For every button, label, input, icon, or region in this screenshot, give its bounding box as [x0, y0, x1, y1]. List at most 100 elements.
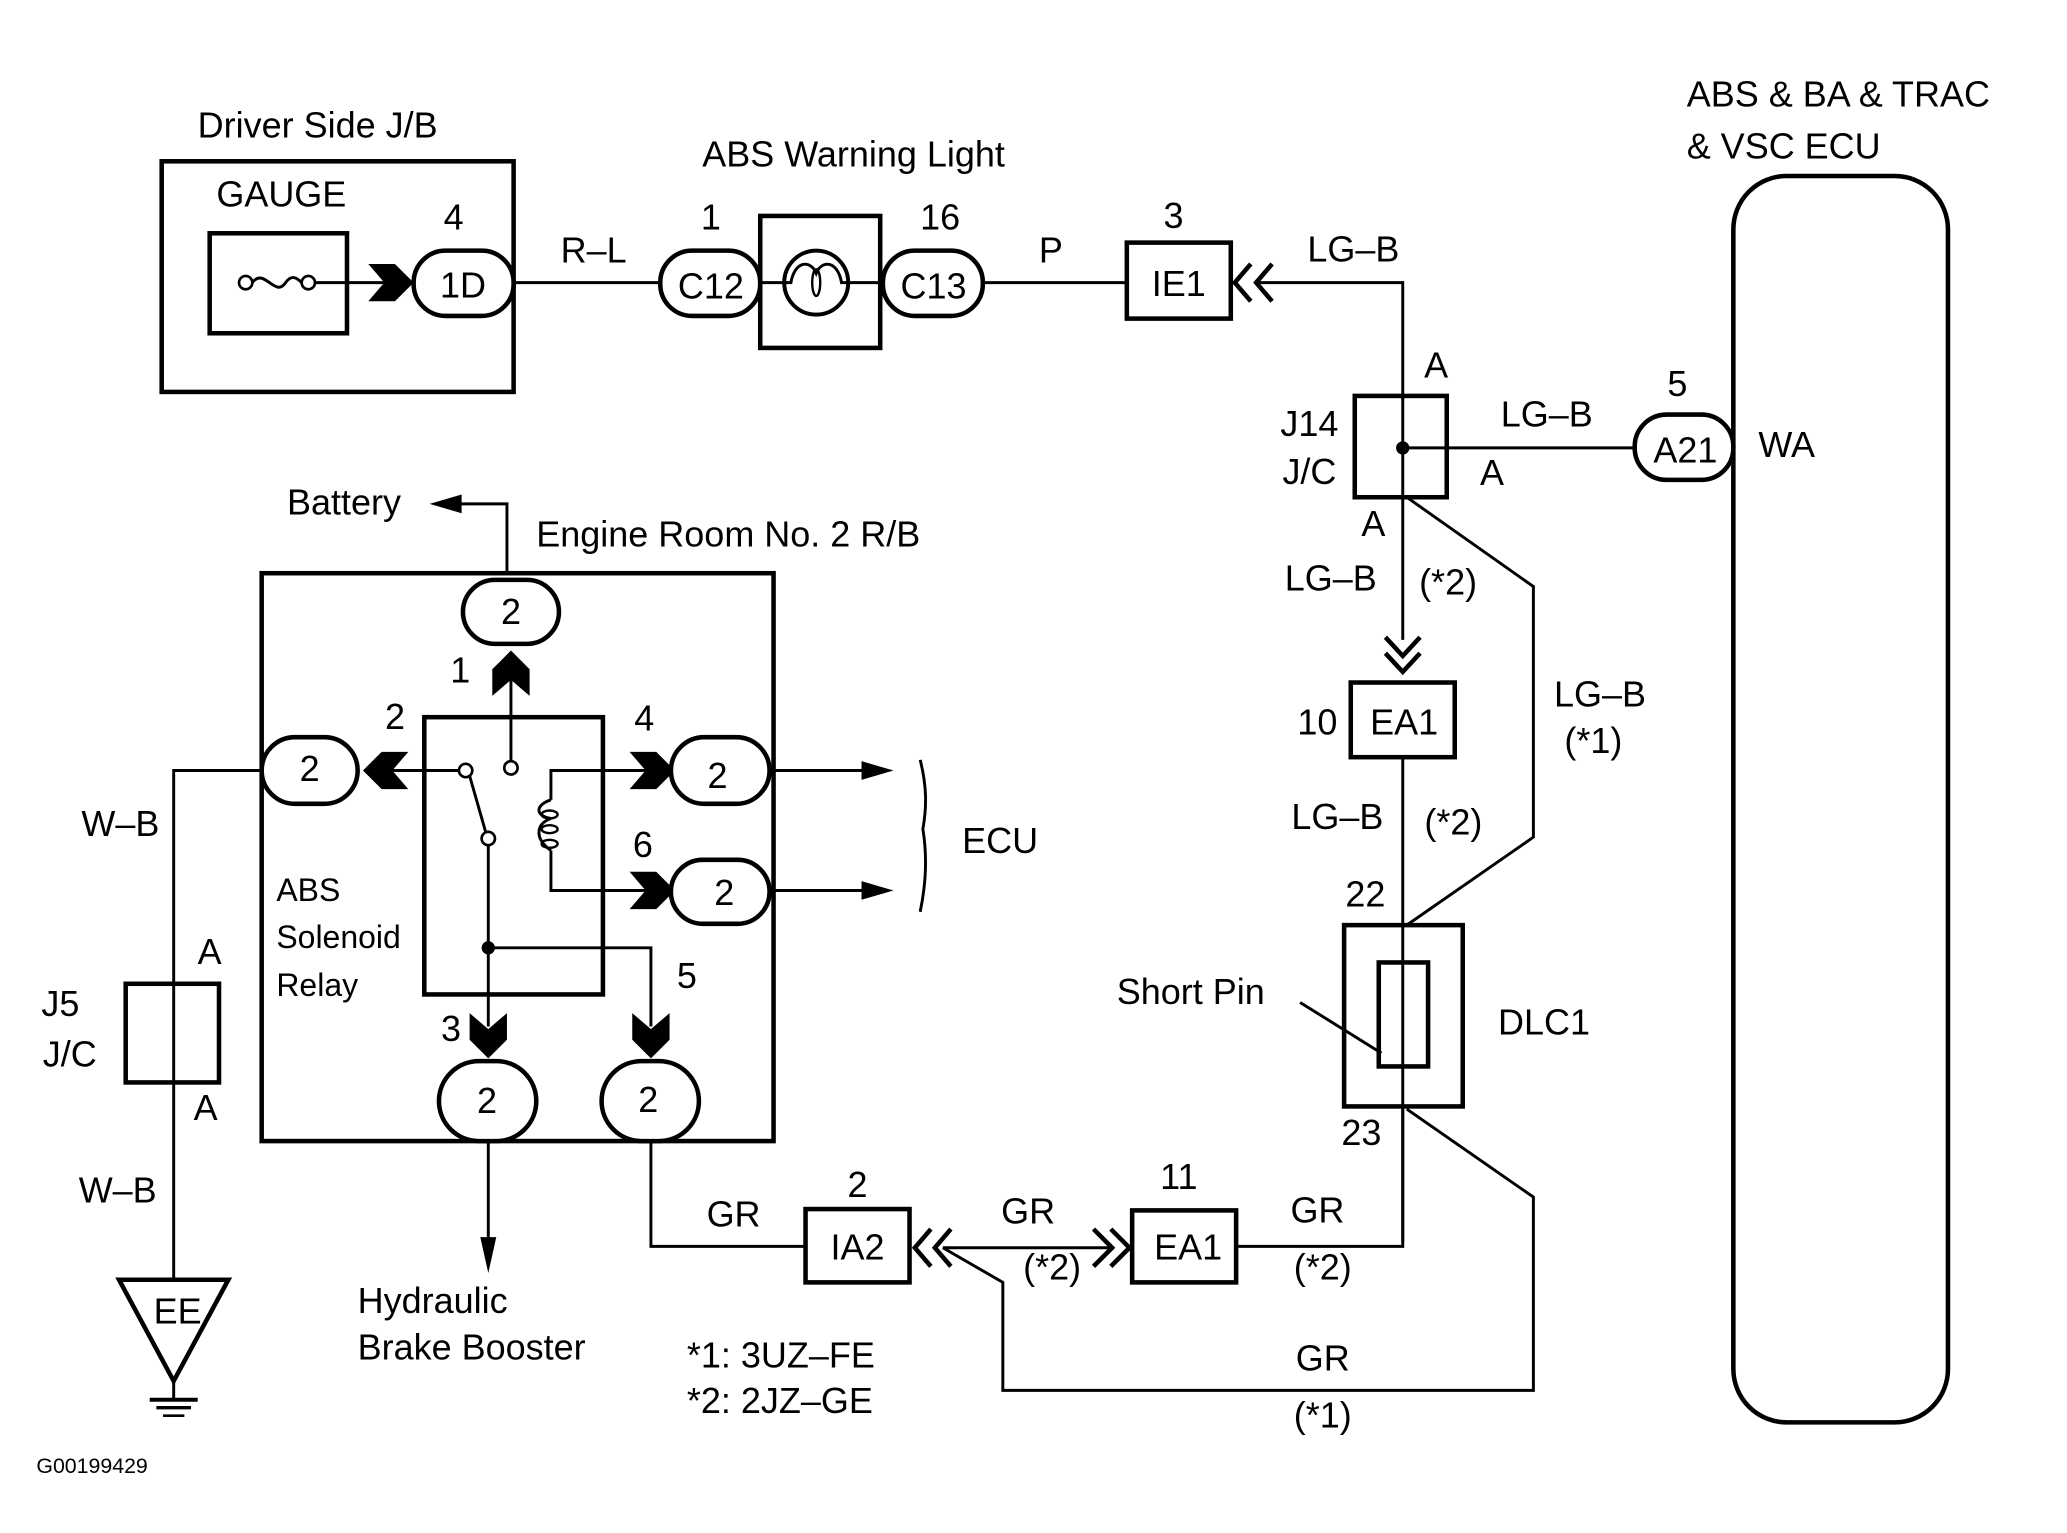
male-terminal-icon: [632, 1013, 670, 1059]
wire-lgb-label-top: LG–B: [1307, 228, 1399, 269]
female-terminal-icon: [1091, 1227, 1133, 1268]
wire-p-label: P: [1039, 230, 1063, 271]
gauge-label: GAUGE: [216, 174, 346, 215]
junction-j14: A J14 J/C A A: [1280, 344, 1637, 640]
ecu-title-1: ABS & BA & TRAC: [1687, 74, 1990, 115]
hydraulic-label-2: Brake Booster: [358, 1327, 586, 1368]
ecu-title-2: & VSC ECU: [1687, 126, 1881, 167]
dlc1-pin-23: 23: [1341, 1112, 1381, 1153]
relay-box: [422, 714, 606, 997]
connector-ea1-bottom-group: 11 EA1: [1091, 1156, 1239, 1285]
dlc1-pin-22: 22: [1345, 873, 1385, 914]
male-terminal-icon: [368, 263, 414, 302]
connector-c13-label: C13: [901, 266, 967, 307]
relay-switch-arm: [468, 775, 488, 833]
j5-label-1: J5: [41, 983, 79, 1024]
connector-1d-label: 1D: [440, 264, 486, 305]
note-1: *1: 3UZ–FE: [687, 1335, 875, 1376]
relay-connector-bottom-5: [599, 1058, 702, 1144]
j14-pin-bottom: A: [1361, 503, 1385, 544]
coil-icon: [537, 798, 559, 852]
brace-icon: [918, 759, 928, 913]
relay-label-3: Relay: [276, 967, 358, 1003]
wire-gr-star2-dlc: (*2): [1294, 1247, 1352, 1288]
female-terminal-icon: [1383, 635, 1422, 676]
driver-side-jb: Driver Side J/B GAUGE 4 1D: [159, 104, 516, 395]
wire-gr-label-dlc: GR: [1290, 1189, 1344, 1230]
driver-jb-title: Driver Side J/B: [198, 104, 438, 145]
relay-connector-right-4-label: 2: [708, 755, 728, 796]
wire-wb-label-top: W–B: [81, 803, 159, 844]
connector-ea1-top-label: EA1: [1370, 702, 1438, 743]
ecu-terminal-wa: WA: [1758, 424, 1815, 465]
ia2-pin-2: 2: [848, 1164, 868, 1205]
relay-pin-6: 6: [633, 824, 653, 865]
wire-gr-label-relay: GR: [707, 1193, 761, 1234]
engine-room-rb: Battery Engine Room No. 2 R/B 2 1 2 2: [259, 482, 1038, 1144]
junction-j5: A J5 J/C A: [41, 931, 221, 1128]
connector-ia2-group: 2 IA2: [803, 1164, 953, 1285]
connector-ia2-label: IA2: [831, 1227, 885, 1268]
relay-connector-bottom-3-label: 2: [477, 1080, 497, 1121]
ecu-pin-5: 5: [1667, 363, 1687, 404]
male-terminal-icon: [469, 1013, 507, 1059]
wire-star1-note: (*1): [1564, 720, 1622, 761]
arrow-left-icon: [429, 494, 462, 514]
abs-vsc-ecu: ABS & BA & TRAC & VSC ECU 5 A21 WA: [1632, 74, 1990, 1425]
pin-4: 4: [444, 196, 464, 237]
wire-rl-label: R–L: [561, 230, 627, 271]
arrow-right-icon: [861, 761, 894, 780]
wire-gr-label-mid: GR: [1001, 1191, 1055, 1232]
hydraulic-label-1: Hydraulic: [358, 1280, 508, 1321]
connector-c12-label: C12: [678, 266, 744, 307]
relay-label-1: ABS: [276, 872, 340, 908]
wire-lgb-label-ecu: LG–B: [1501, 394, 1593, 435]
dlc1-label: DLC1: [1498, 1001, 1590, 1042]
wire-lgb-star2-label-2: LG–B: [1291, 796, 1383, 837]
relay-connector-left-label: 2: [300, 748, 320, 789]
figure-id: G00199429: [36, 1454, 147, 1478]
relay-pin-3: 3: [441, 1008, 461, 1049]
arrow-down-icon: [480, 1237, 497, 1274]
male-terminal-icon: [362, 751, 409, 790]
j14-label-1: J14: [1280, 403, 1338, 444]
ea1-pin-11: 11: [1160, 1156, 1197, 1197]
ecu-ref-label: ECU: [962, 820, 1038, 861]
engine-rb-box: [259, 570, 776, 1144]
ground-ee: EE: [115, 1277, 233, 1418]
wire-star2-note-1: (*2): [1419, 562, 1477, 603]
connector-ea1-top-group: 10 EA1: [1297, 680, 1458, 760]
connector-ie1-label: IE1: [1152, 263, 1206, 304]
ground-icon: [149, 1397, 198, 1418]
ecu-box: [1731, 173, 1951, 1425]
dlc1: 22 Short Pin DLC1 23: [1117, 873, 1590, 1243]
relay-connector-right-6-label: 2: [714, 872, 734, 913]
j5-box: [123, 981, 222, 1085]
pin-1: 1: [701, 196, 721, 237]
connector-a21: [1632, 412, 1736, 483]
note-2: *2: 2JZ–GE: [687, 1380, 873, 1421]
bulb-icon: [782, 248, 851, 317]
connector-a21-label: A21: [1653, 430, 1717, 471]
j14-pin-top: A: [1424, 344, 1448, 385]
wire-wb-label-bottom: W–B: [79, 1169, 157, 1210]
male-terminal-icon: [492, 650, 530, 696]
connector-ie1-group: 3 IE1: [1124, 195, 1274, 321]
ea1-pin-10: 10: [1297, 702, 1337, 743]
wire-lgb-star2-label-1: LG–B: [1285, 558, 1377, 599]
wire-star2-note-2: (*2): [1424, 801, 1482, 842]
relay-connector-top: [460, 577, 562, 647]
j5-label-2: J/C: [43, 1033, 97, 1074]
connector-ea1-bottom-label: EA1: [1154, 1227, 1222, 1268]
male-terminal-icon: [629, 751, 675, 790]
relay-pin-4: 4: [634, 698, 654, 739]
battery-label: Battery: [287, 482, 401, 523]
connector-ia2: [803, 1206, 912, 1285]
connector-ea1-bottom: [1129, 1208, 1239, 1285]
wire-gr-label-bottom: GR: [1296, 1337, 1350, 1378]
relay-label-2: Solenoid: [276, 919, 401, 955]
ground-label: EE: [154, 1291, 202, 1332]
engine-rb-title: Engine Room No. 2 R/B: [536, 514, 920, 555]
female-terminal-icon: [911, 1227, 953, 1268]
